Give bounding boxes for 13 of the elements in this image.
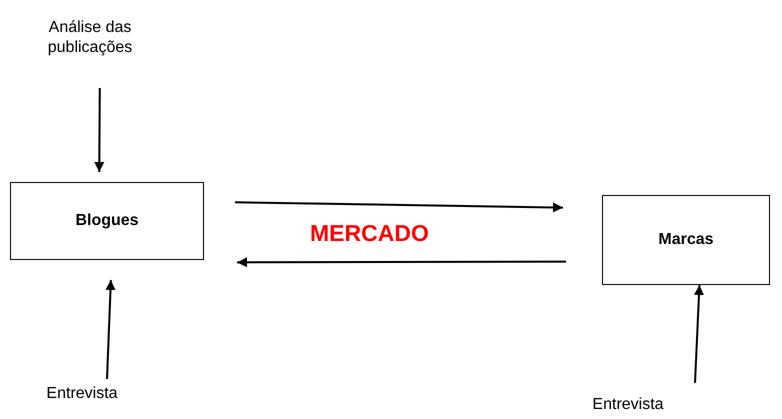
process-box [602,195,770,285]
arrow [106,280,116,380]
source-text: Análise das publicações [46,18,134,58]
box-label: Marcas [658,230,714,250]
arrow [237,257,566,268]
market-label: MERCADO [310,220,429,247]
arrow [694,284,704,384]
arrow [234,201,564,212]
source-text: Entrevista [46,384,118,404]
arrow [94,88,104,172]
process-box [10,182,204,260]
box-label: Blogues [75,211,139,231]
source-text: Entrevista [592,395,664,415]
